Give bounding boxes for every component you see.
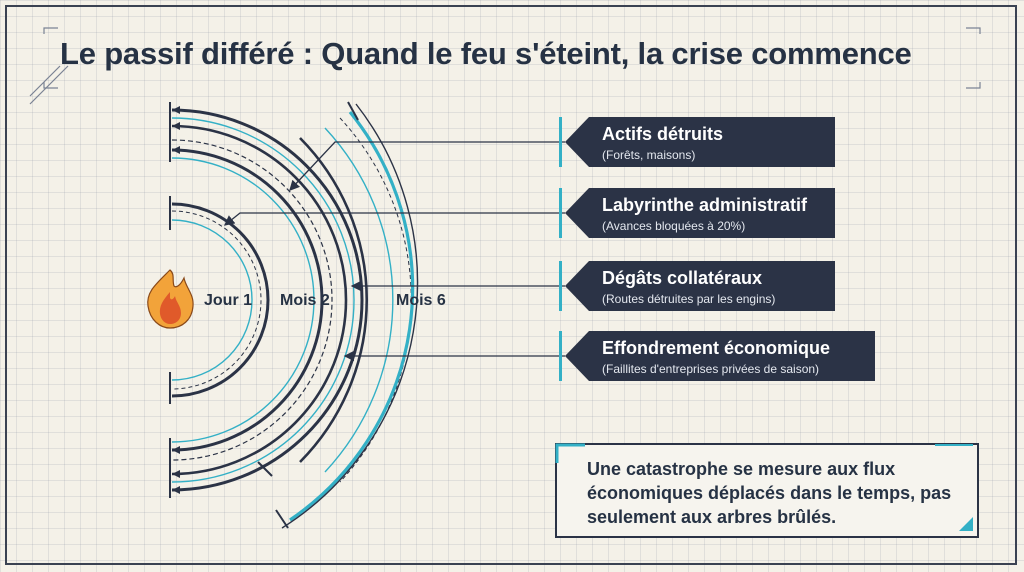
impact-title: Labyrinthe administratif [602, 195, 808, 215]
page-title: Le passif différé : Quand le feu s'étein… [60, 36, 912, 71]
quote-box: Une catastrophe se mesure aux flux écono… [555, 443, 979, 538]
impact-box-background [565, 261, 835, 311]
impact-title: Dégâts collatéraux [602, 268, 763, 288]
impact-box-background [565, 188, 835, 238]
impact-box-accent [559, 261, 588, 311]
connector-lines [223, 141, 565, 362]
crop-marks [29, 27, 981, 105]
ring-label-mois-6: Mois 6 [396, 292, 446, 309]
ring-label-mois-2: Mois 2 [280, 292, 330, 309]
impact-subtitle: (Faillites d'entreprises privées de sais… [602, 362, 820, 376]
ring-mois-6 [257, 101, 419, 529]
quote-text: Une catastrophe se mesure aux flux écono… [587, 459, 952, 527]
impact-subtitle: (Avances bloquées à 20%) [602, 219, 746, 233]
impact-box-accent [559, 188, 588, 238]
impact-box-background [565, 117, 835, 167]
impact-subtitle: (Forêts, maisons) [602, 148, 696, 162]
ring-mois-2 [169, 102, 364, 498]
quote-corner-accents [555, 443, 973, 531]
ring-label-jour-1: Jour 1 [204, 292, 253, 309]
impact-box-labyrinthe: Labyrinthe administratif (Avances bloqué… [559, 188, 835, 238]
impact-subtitle: (Routes détruites par les engins) [602, 292, 776, 306]
impact-box-accent [559, 331, 588, 381]
impact-box-degats: Dégâts collatéraux (Routes détruites par… [559, 261, 835, 311]
impact-box-effondrement: Effondrement économique (Faillites d'ent… [559, 331, 875, 381]
ring-jour-1 [169, 196, 270, 404]
impact-title: Effondrement économique [602, 338, 831, 358]
impact-box-actifs: Actifs détruits (Forêts, maisons) [559, 117, 835, 167]
impact-box-accent [559, 117, 588, 167]
impact-box-background [565, 331, 875, 381]
fire-icon [147, 269, 194, 329]
impact-title: Actifs détruits [602, 124, 724, 144]
